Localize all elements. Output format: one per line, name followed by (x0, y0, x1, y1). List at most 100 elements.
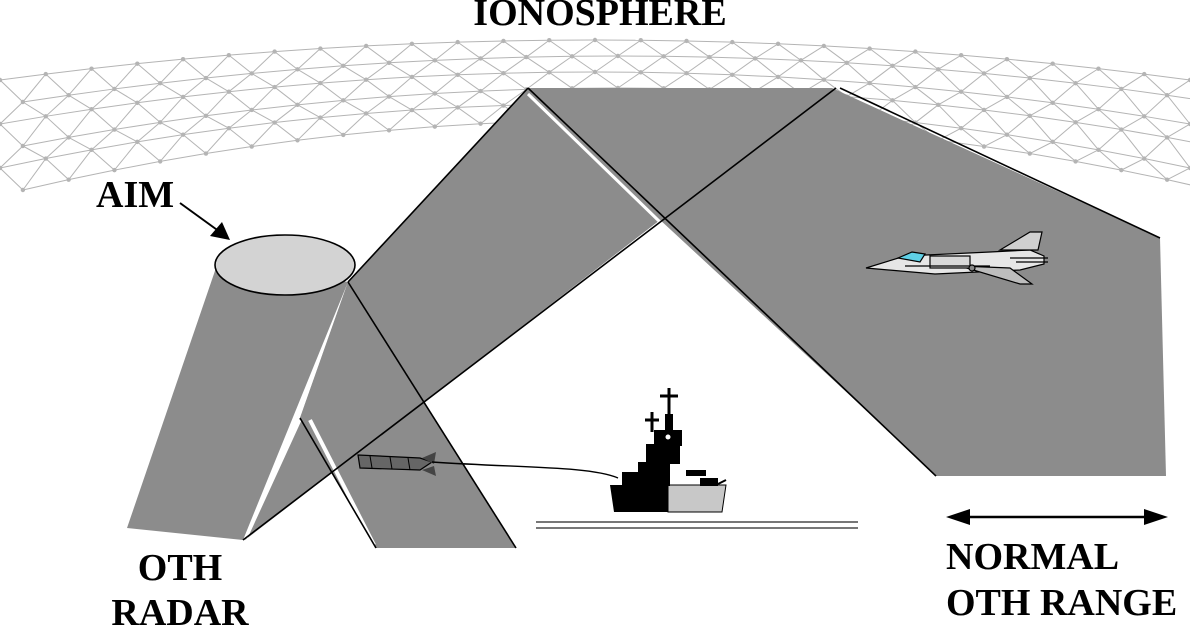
ionosphere-grid-node (982, 144, 986, 148)
ionosphere-grid-line (526, 57, 549, 72)
ionosphere-grid-line (458, 58, 481, 74)
ionosphere-grid-line (183, 97, 206, 116)
ionosphere-grid-node (1142, 156, 1146, 160)
ionosphere-grid-line (1007, 116, 1030, 135)
ionosphere-grid-node (341, 98, 345, 102)
ionosphere-grid-line (69, 89, 115, 95)
warship-icon (610, 388, 726, 512)
ionosphere-grid-node (1050, 61, 1054, 65)
ionosphere-grid-line (1076, 83, 1122, 89)
ionosphere-grid-node (250, 71, 254, 75)
ionosphere-grid-node (112, 127, 116, 131)
ionosphere-grid-line (389, 97, 412, 110)
ionosphere-grid-line (984, 110, 1030, 116)
ionosphere-grid-node (1119, 127, 1123, 131)
ionosphere-grid-line (1121, 159, 1144, 171)
ionosphere-grid-node (295, 103, 299, 107)
ionosphere-grid-node (547, 70, 551, 74)
ionosphere-grid-line (938, 105, 984, 110)
ionosphere-grid-line (984, 73, 1007, 97)
ionosphere-grid-line (1167, 168, 1190, 180)
ionosphere-grid-line (298, 105, 321, 118)
ionosphere-grid-line (46, 69, 92, 74)
aim-label: AIM (96, 176, 174, 214)
ionosphere-grid-line (320, 100, 343, 117)
ionosphere-grid-line (366, 80, 389, 97)
ionosphere-grid-line (938, 69, 961, 91)
ionosphere-grid-line (183, 135, 206, 154)
ionosphere-grid-line (389, 63, 412, 77)
ionosphere-grid-node (21, 188, 25, 192)
ionosphere-grid-line (1053, 64, 1099, 69)
ionosphere-grid-line (618, 40, 641, 56)
ionosphere-grid-node (89, 66, 93, 70)
ionosphere-grid-line (938, 105, 961, 128)
aim-target-ellipse (215, 235, 355, 295)
ionosphere-grid-line (732, 42, 755, 58)
ionosphere-grid-line (1076, 83, 1099, 109)
ionosphere-grid-line (23, 146, 46, 159)
ionosphere-grid-line (0, 74, 46, 80)
ionosphere-grid-node (272, 120, 276, 124)
ionosphere-grid-node (204, 151, 208, 155)
ionosphere-grid-line (1167, 124, 1190, 137)
ionosphere-grid-node (21, 100, 25, 104)
ionosphere-grid-line (183, 59, 206, 78)
ionosphere-grid-node (1028, 76, 1032, 80)
ionosphere-grid-line (664, 41, 687, 56)
ionosphere-grid-line (114, 161, 160, 170)
ionosphere-grid-line (412, 77, 435, 94)
ionosphere-grid-line (343, 80, 366, 101)
ionosphere-grid-line (435, 93, 458, 107)
ionosphere-grid-node (1096, 107, 1100, 111)
ionosphere-grid-node (524, 55, 528, 59)
ionosphere-grid-node (707, 55, 711, 59)
ionosphere-grid-node (1028, 114, 1032, 118)
ionosphere-grid-line (252, 73, 275, 87)
ionosphere-grid-line (870, 83, 893, 100)
ionosphere-grid-node (410, 75, 414, 79)
ionosphere-grid-line (732, 75, 778, 77)
ionosphere-grid-node (501, 71, 505, 75)
ionosphere-grid-line (595, 56, 618, 72)
ionosphere-grid-node (799, 58, 803, 62)
ionosphere-grid-line (1053, 122, 1076, 142)
ionosphere-grid-node (158, 120, 162, 124)
ionosphere-grid-line (1144, 159, 1190, 168)
ionosphere-grid-line (275, 52, 298, 70)
ionosphere-grid-line (778, 44, 824, 46)
ionosphere-grid-line (526, 72, 549, 89)
ionosphere-grid-line (183, 78, 206, 97)
ionosphere-grid-node (845, 61, 849, 65)
ionosphere-grid-line (114, 142, 137, 170)
ionosphere-grid-node (936, 67, 940, 71)
ionosphere-grid-line (1053, 142, 1099, 150)
ionosphere-grid-line (229, 52, 275, 56)
ionosphere-grid-node (822, 44, 826, 48)
ionosphere-grid-line (687, 41, 733, 42)
ionosphere-grid-line (412, 60, 435, 77)
ionosphere-grid-node (410, 42, 414, 46)
ionosphere-grid-node (364, 77, 368, 81)
ionosphere-grid-line (687, 41, 710, 57)
ionosphere-grid-node (66, 135, 70, 139)
sea-surface (536, 522, 858, 528)
ionosphere-grid-line (961, 73, 984, 91)
ionosphere-grid-node (684, 71, 688, 75)
ionosphere-grid-line (0, 124, 23, 146)
ionosphere-grid-line (549, 72, 572, 88)
ionosphere-grid-node (1165, 177, 1169, 181)
ionosphere-grid-line (1053, 83, 1076, 103)
ionosphere-grid-line (915, 87, 938, 105)
ionosphere-grid-node (455, 105, 459, 109)
ionosphere-grid-line (69, 137, 92, 149)
ionosphere-grid-line (847, 63, 893, 66)
ionosphere-grid-line (870, 83, 916, 87)
ionosphere-grid-line (1076, 150, 1099, 162)
ionosphere-grid-node (1073, 159, 1077, 163)
ionosphere-grid-line (114, 130, 137, 142)
ionosphere-grid-node (822, 77, 826, 81)
ionosphere-grid-node (593, 38, 597, 42)
ionosphere-grid-node (89, 148, 93, 152)
